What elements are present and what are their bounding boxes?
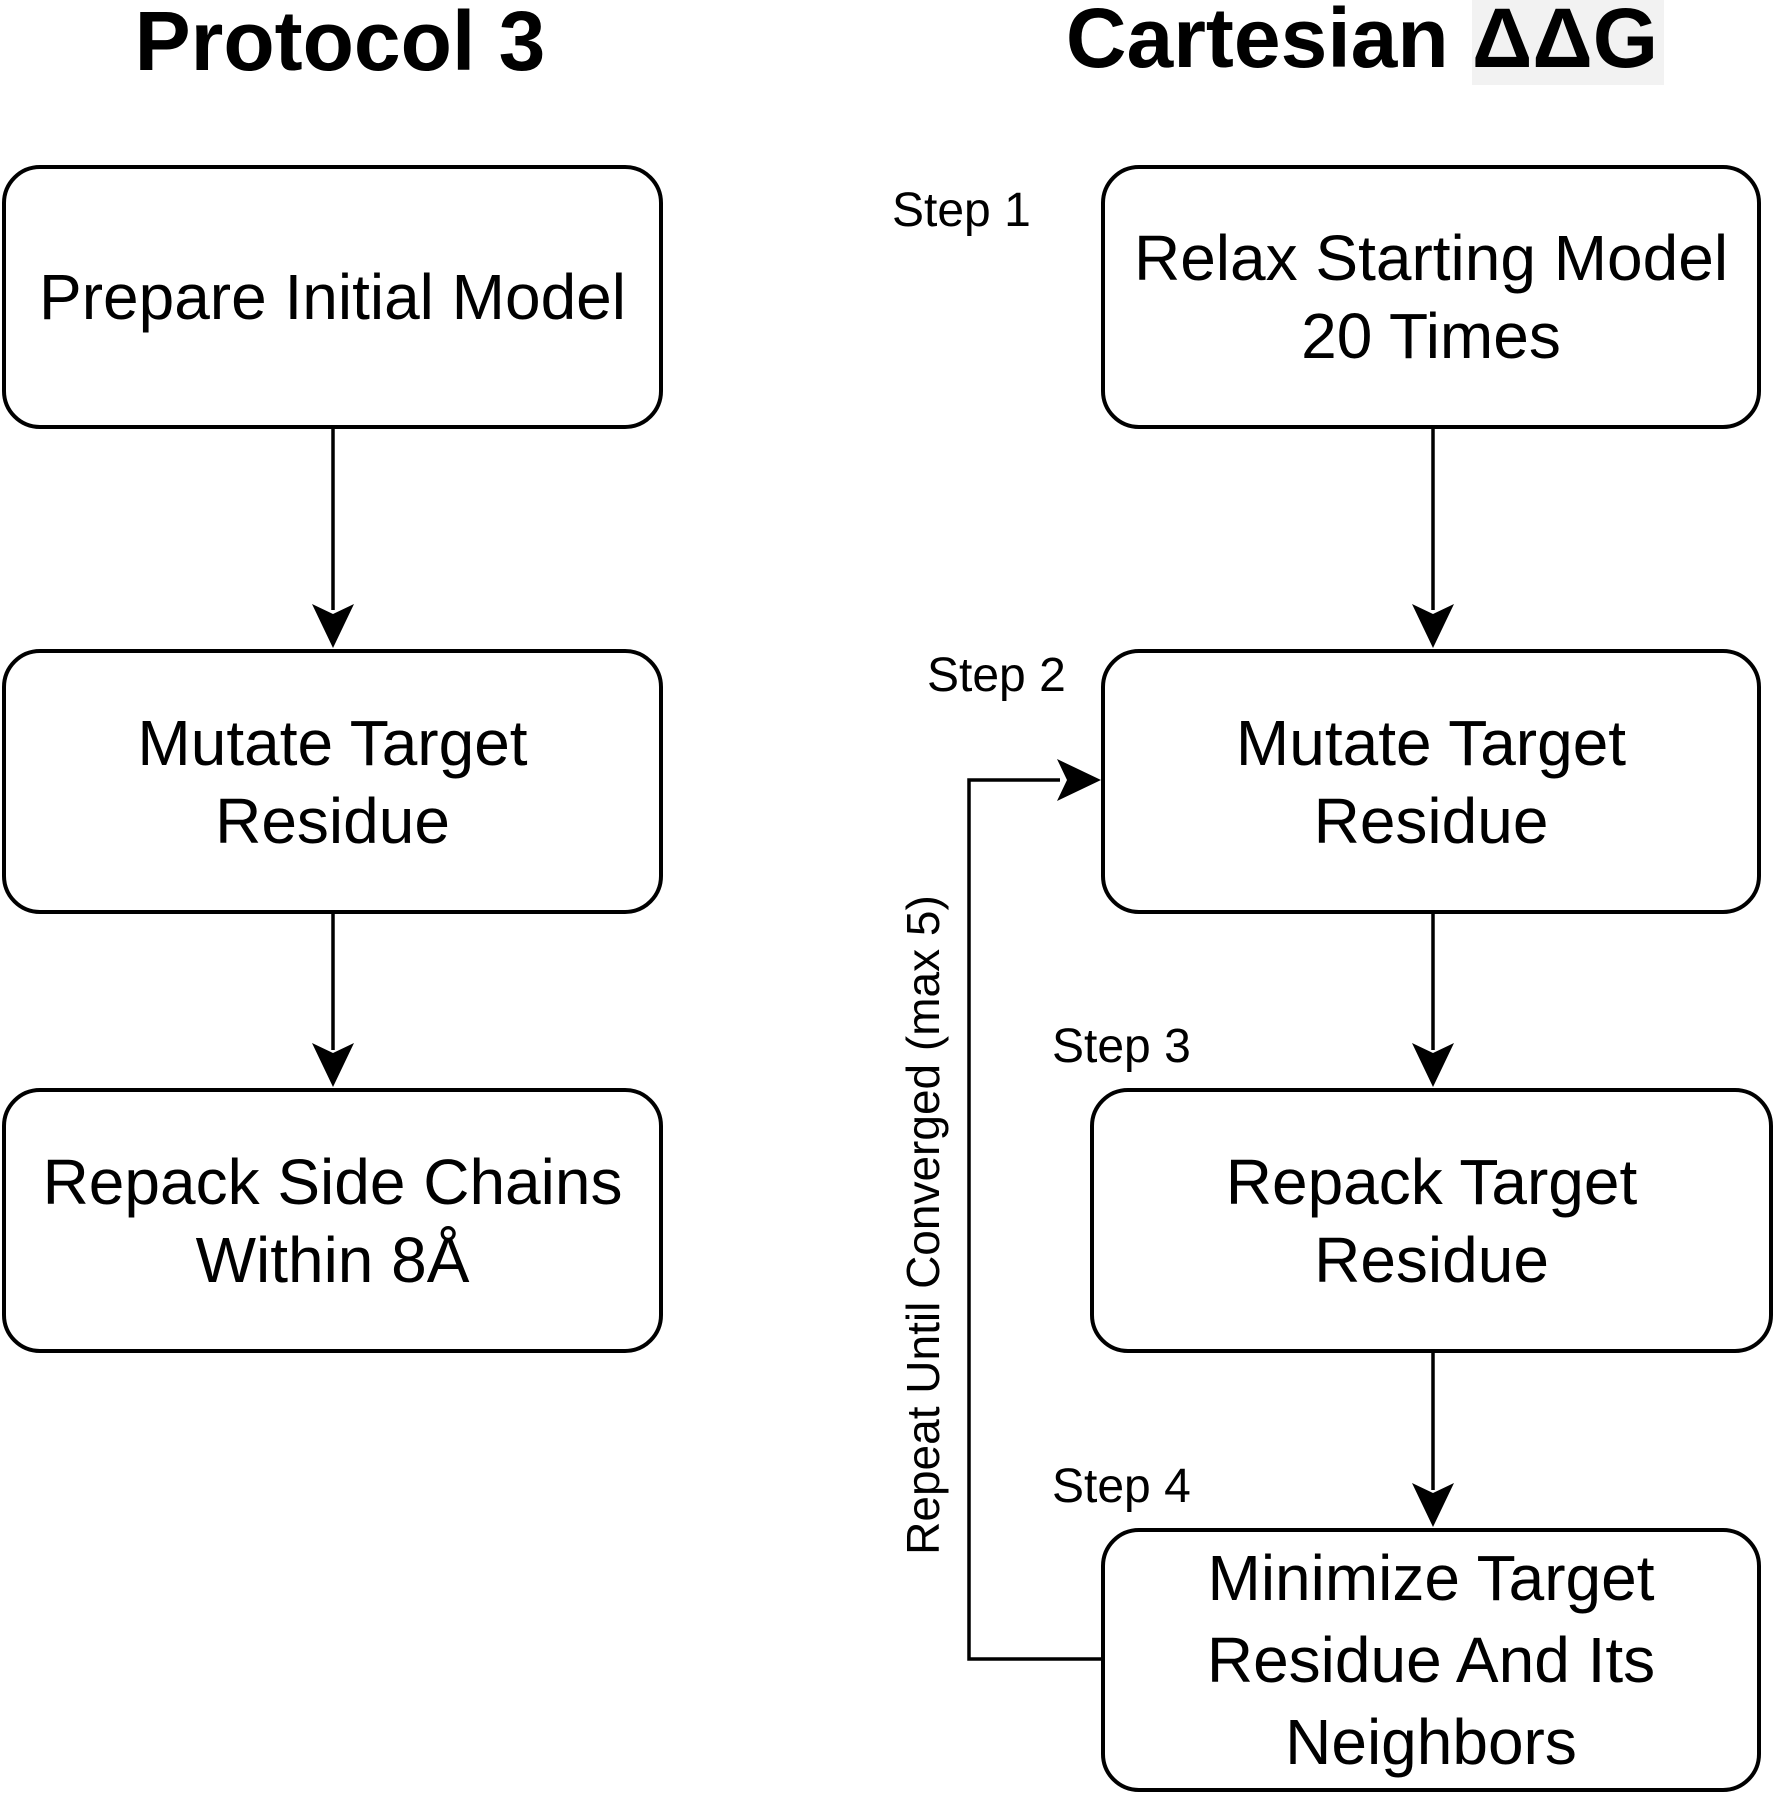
cartesian-step-repack-target-residue: Repack Target Residue [1090, 1088, 1773, 1353]
cartesian-title-delta: ΔΔG [1472, 0, 1665, 85]
p3-step-prepare-initial-model: Prepare Initial Model [2, 165, 663, 429]
p3-step-2-text: Mutate Target Residue [137, 706, 528, 857]
cartesian-step-mutate-target-residue: Mutate Target Residue [1101, 649, 1761, 914]
arrowhead-c-2 [1412, 1043, 1454, 1087]
cartesian-step-3-text: Repack Target Residue [1225, 1145, 1638, 1296]
arrowhead-p3-1 [312, 604, 354, 648]
arrowhead-c-3 [1412, 1483, 1454, 1527]
cartesian-ddg-title: Cartesian ΔΔG [1040, 0, 1690, 85]
cartesian-step-minimize-target-residue: Minimize Target Residue And Its Neighbor… [1101, 1528, 1761, 1792]
protocol3-title: Protocol 3 [134, 0, 546, 88]
loop-back-arrow [967, 778, 1101, 1661]
cartesian-step-4-text: Minimize Target Residue And Its Neighbor… [1206, 1542, 1656, 1778]
arrowhead-c-1 [1412, 604, 1454, 648]
cartesian-step-relax-starting-model: Relax Starting Model 20 Times [1101, 165, 1761, 429]
cartesian-step-3-label: Step 3 [1052, 1020, 1191, 1073]
p3-step-1-text: Prepare Initial Model [39, 261, 626, 333]
arrowhead-p3-2 [312, 1043, 354, 1087]
cartesian-title-text: Cartesian [1065, 0, 1473, 85]
cartesian-step-1-label: Step 1 [892, 184, 1031, 237]
cartesian-step-4-label: Step 4 [1052, 1460, 1191, 1513]
p3-step-mutate-target-residue: Mutate Target Residue [2, 649, 663, 914]
cartesian-step-1-text: Relax Starting Model 20 Times [1133, 222, 1729, 372]
cartesian-step-2-text: Mutate Target Residue [1235, 706, 1627, 857]
arrowhead-loop [1057, 759, 1101, 801]
cartesian-step-2-label: Step 2 [927, 649, 1066, 702]
repeat-loop-label: Repeat Until Converged (max 5) [897, 895, 949, 1555]
p3-step-3-text: Repack Side Chains Within 8Å [42, 1145, 623, 1296]
p3-step-repack-side-chains: Repack Side Chains Within 8Å [2, 1088, 663, 1353]
